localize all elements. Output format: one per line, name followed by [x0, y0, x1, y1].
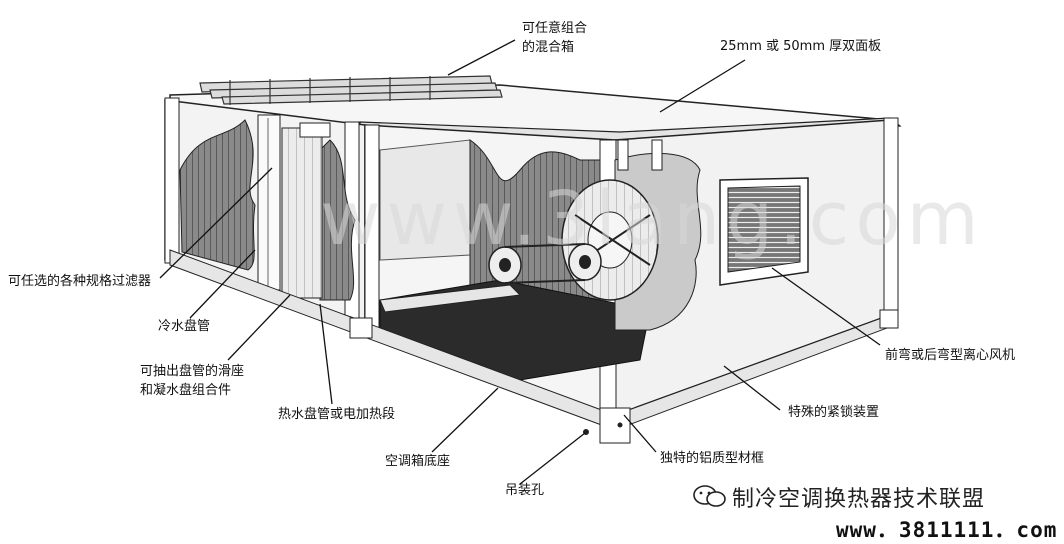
label-fan: 前弯或后弯型离心风机: [885, 348, 1016, 363]
right-section: [169, 117, 899, 444]
label-drain-slide-line2: 和凝水盘组合件: [140, 383, 232, 398]
ghost-watermark: www.3lang.com: [320, 176, 985, 262]
watermark-wechat: 制冷空调换热器技术联盟: [732, 487, 986, 512]
damper-blades: [199, 75, 503, 105]
label-filter: 可任选的各种规格过滤器: [8, 274, 152, 289]
label-hot-coil: 热水盘管或电加热段: [278, 407, 396, 422]
label-lock: 特殊的紧锁装置: [788, 405, 880, 420]
label-lift-hole: 吊装孔: [505, 483, 545, 498]
wechat-icon: [693, 485, 726, 507]
label-mixing-box-line2: 的混合箱: [522, 40, 575, 55]
leader-lines: [159, 39, 881, 485]
label-frame: 独特的铝质型材框: [660, 451, 765, 466]
watermark-url: www．3811111．com: [836, 518, 1058, 542]
label-mixing-box-line1: 可任意组合: [522, 21, 588, 36]
label-cold-coil: 冷水盘管: [158, 319, 211, 334]
label-drain-slide-line1: 可抽出盘管的滑座: [140, 364, 245, 379]
label-base: 空调箱底座: [385, 454, 451, 469]
label-panel: 25mm 或 50mm 厚双面板: [720, 39, 882, 54]
